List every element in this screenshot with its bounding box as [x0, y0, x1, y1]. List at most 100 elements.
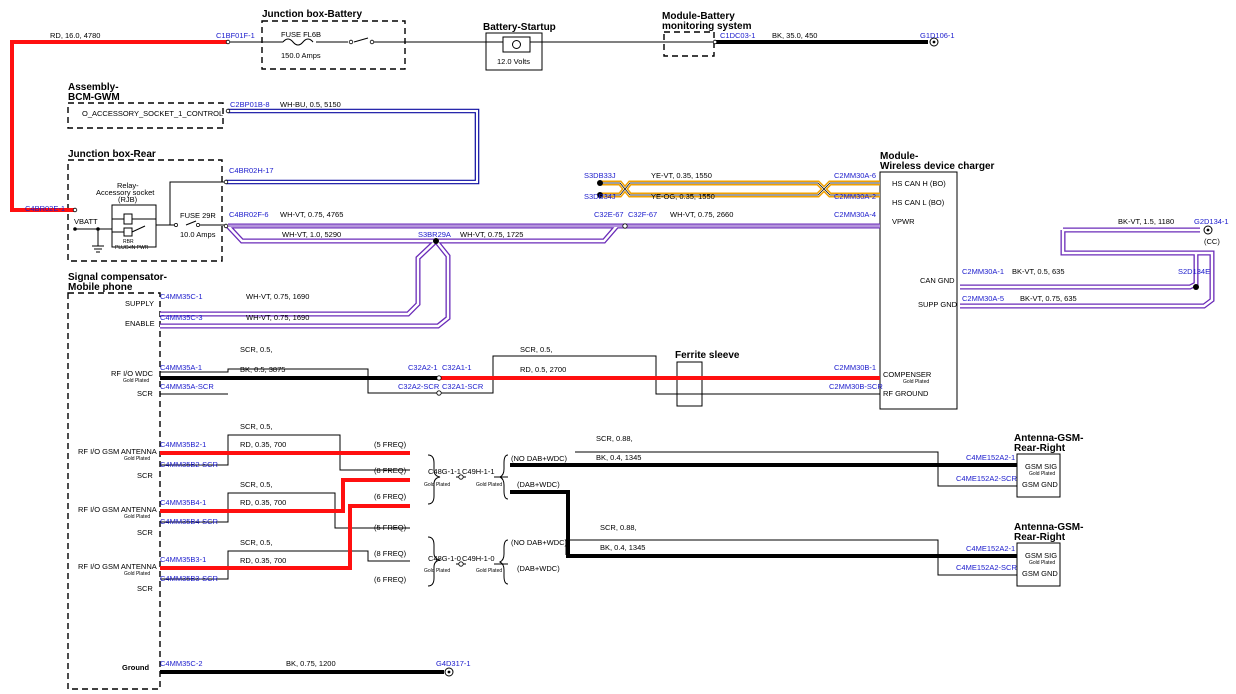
conn-c4mm35c1[interactable]: C4MM35C-1 — [160, 292, 203, 301]
label-gsm-sig-1: GSM SIG — [1025, 462, 1057, 471]
conn-c48g11[interactable]: C48G-1-1 — [428, 467, 461, 476]
conn-c32e[interactable]: C32E-67 — [594, 210, 624, 219]
conn-s2d134e[interactable]: S2D134E — [1178, 267, 1210, 276]
conn-c2mm30bscr[interactable]: C2MM30B-SCR — [829, 382, 883, 391]
label-relay-sub-2: PLUG-IN PWR — [115, 245, 149, 251]
title-wdc-1: Module- — [880, 151, 918, 162]
conn-c2mm30a6[interactable]: C2MM30A-6 — [834, 171, 876, 180]
battery-startup-box — [485, 32, 543, 71]
conn-c2mm30b1[interactable]: C2MM30B-1 — [834, 363, 876, 372]
conn-c4mm35c3[interactable]: C4MM35C-3 — [160, 313, 203, 322]
conn-c4mm35b2scr[interactable]: C4MM35B2-SCR — [160, 460, 219, 469]
conn-c4mm35b4scr[interactable]: C4MM35B4-SCR — [160, 517, 219, 526]
conn-c32a2[interactable]: C32A2-1 — [408, 363, 438, 372]
label-can-gnd: CAN GND — [920, 276, 955, 285]
conn-c32a1scr[interactable]: C32A1-SCR — [442, 382, 484, 391]
label-enable: ENABLE — [125, 319, 155, 328]
conn-c32a1[interactable]: C32A1-1 — [442, 363, 472, 372]
relay-box — [111, 204, 157, 248]
conn-c4me152a2scr-a[interactable]: C4ME152A2-SCR — [956, 474, 1017, 483]
label-compenser: COMPENSER — [883, 370, 932, 379]
conn-g4d317[interactable]: G4D317-1 — [436, 659, 471, 668]
conn-c4me152a21-a[interactable]: C4ME152A2-1 — [966, 453, 1015, 462]
conn-g1d106[interactable]: G1D106-1 — [920, 31, 955, 40]
yellow-can-pair — [600, 180, 880, 198]
conn-c4mm35b3scr[interactable]: C4MM35B3-SCR — [160, 574, 219, 583]
label-scr-1: SCR — [137, 389, 153, 398]
conn-c49h10[interactable]: C49H-1-0 — [462, 554, 495, 563]
wire-wh-vt-4765: WH-VT, 0.75, 4765 — [280, 210, 343, 219]
red-gsm-wire-3 — [160, 504, 410, 570]
ferrite-sleeve-box — [676, 361, 703, 407]
wire-bk-3875: BK, 0.5, 3875 — [240, 365, 285, 374]
label-cc: (CC) — [1204, 237, 1220, 246]
label-no-dab-2: (NO DAB+WDC) — [511, 538, 568, 547]
label-rf-io-gsm-3: RF I/O GSM ANTENNA — [78, 562, 157, 571]
battery-terminal — [512, 40, 521, 49]
conn-c2mm30a2[interactable]: C2MM30A-2 — [834, 192, 876, 201]
label-rf-io-gsm-2: RF I/O GSM ANTENNA — [78, 505, 157, 514]
junction-box-rear-box — [67, 159, 223, 262]
conn-s3db33j[interactable]: S3DB33J — [584, 171, 616, 180]
conn-s3db34j[interactable]: S3DB34J — [584, 192, 616, 201]
label-dab-2: (DAB+WDC) — [517, 564, 560, 573]
label-o-accessory: O_ACCESSORY_SOCKET_1_CONTROL — [82, 109, 223, 118]
wire-scr-05-b: SCR, 0.5, — [520, 345, 553, 354]
blue-bcm-wire-inner — [226, 109, 479, 184]
wire-scr-088-b: SCR, 0.88, — [600, 523, 637, 532]
conn-c4br02h[interactable]: C4BR02H-17 — [229, 166, 274, 175]
label-rf-io-gsm-1: RF I/O GSM ANTENNA — [78, 447, 157, 456]
wire-scr-05-d: SCR, 0.5, — [240, 480, 273, 489]
label-vpwr: VPWR — [892, 217, 915, 226]
battery-monitor-box — [663, 31, 715, 57]
fuse-fl6b-contact-2 — [369, 39, 375, 45]
conn-c49h11[interactable]: C49H-1-1 — [462, 467, 495, 476]
conn-c32f[interactable]: C32F-67 — [628, 210, 657, 219]
title-antenna-1-b: Rear-Right — [1014, 443, 1066, 454]
label-relay-sub-1: RBR — [123, 239, 134, 245]
conn-c2mm30a5[interactable]: C2MM30A-5 — [962, 294, 1004, 303]
label-gsm-sig-2-gold: Gold Plated — [1029, 560, 1055, 566]
wire-wh-vt-2660: WH-VT, 0.75, 2660 — [670, 210, 733, 219]
conn-c4mm35ascr[interactable]: C4MM35A-SCR — [160, 382, 214, 391]
label-relay-3: (RJB) — [118, 195, 138, 204]
conn-c4mm35a1[interactable]: C4MM35A-1 — [160, 363, 202, 372]
conn-c4mm35c2[interactable]: C4MM35C-2 — [160, 659, 203, 668]
wireless-charger-box — [879, 171, 958, 410]
conn-c2bp01b[interactable]: C2BP01B-8 — [230, 100, 270, 109]
wire-scr-05-c: SCR, 0.5, — [240, 422, 273, 431]
label-scr-3: SCR — [137, 528, 153, 537]
label-freq6-a: (6 FREQ) — [374, 492, 407, 501]
label-scr-2: SCR — [137, 471, 153, 480]
conn-c4mm35b41[interactable]: C4MM35B4-1 — [160, 498, 206, 507]
black-antenna-wire-2 — [510, 490, 1017, 558]
title-bcm-1: Assembly- — [68, 82, 119, 93]
label-rf-io-gsm-1-gold: Gold Plated — [124, 456, 150, 462]
conn-c48g10[interactable]: C48G-1-0 — [428, 554, 461, 563]
conn-c4me152a21-b[interactable]: C4ME152A2-1 — [966, 544, 1015, 553]
brace-3 — [498, 454, 509, 500]
title-bcm-2: BCM-GWM — [68, 92, 120, 103]
label-freq5-a: (5 FREQ) — [374, 440, 407, 449]
conn-c4br02f[interactable]: C4BR02F-6 — [229, 210, 269, 219]
conn-c32a2scr[interactable]: C32A2-SCR — [398, 382, 440, 391]
conn-c4mm35b31[interactable]: C4MM35B3-1 — [160, 555, 206, 564]
label-fuse-fl6b: FUSE FL6B — [281, 30, 321, 39]
red-gsm-wire-2 — [160, 478, 410, 513]
label-gold-c48g-2: Gold Plated — [424, 568, 450, 574]
conn-c4me152a2scr-b[interactable]: C4ME152A2-SCR — [956, 563, 1017, 572]
title-antenna-1-a: Antenna-GSM- — [1014, 433, 1083, 444]
conn-c4br02e[interactable]: C4BR02E-1 — [25, 204, 65, 213]
wire-rd-700-c: RD, 0.35, 700 — [240, 556, 286, 565]
wire-scr-088-a: SCR, 0.88, — [596, 434, 633, 443]
conn-c1dc03[interactable]: C1DC03-1 — [720, 31, 755, 40]
conn-g2d134[interactable]: G2D134-1 — [1194, 217, 1229, 226]
conn-s3br29a[interactable]: S3BR29A — [418, 230, 451, 239]
conn-c2mm30a1[interactable]: C2MM30A-1 — [962, 267, 1004, 276]
conn-c1bf01f[interactable]: C1BF01F-1 — [216, 31, 255, 40]
conn-c2mm30a4[interactable]: C2MM30A-4 — [834, 210, 876, 219]
label-scr-4: SCR — [137, 584, 153, 593]
brace-2 — [427, 536, 441, 587]
conn-c4mm35b21[interactable]: C4MM35B2-1 — [160, 440, 206, 449]
wire-rd-700-a: RD, 0.35, 700 — [240, 440, 286, 449]
